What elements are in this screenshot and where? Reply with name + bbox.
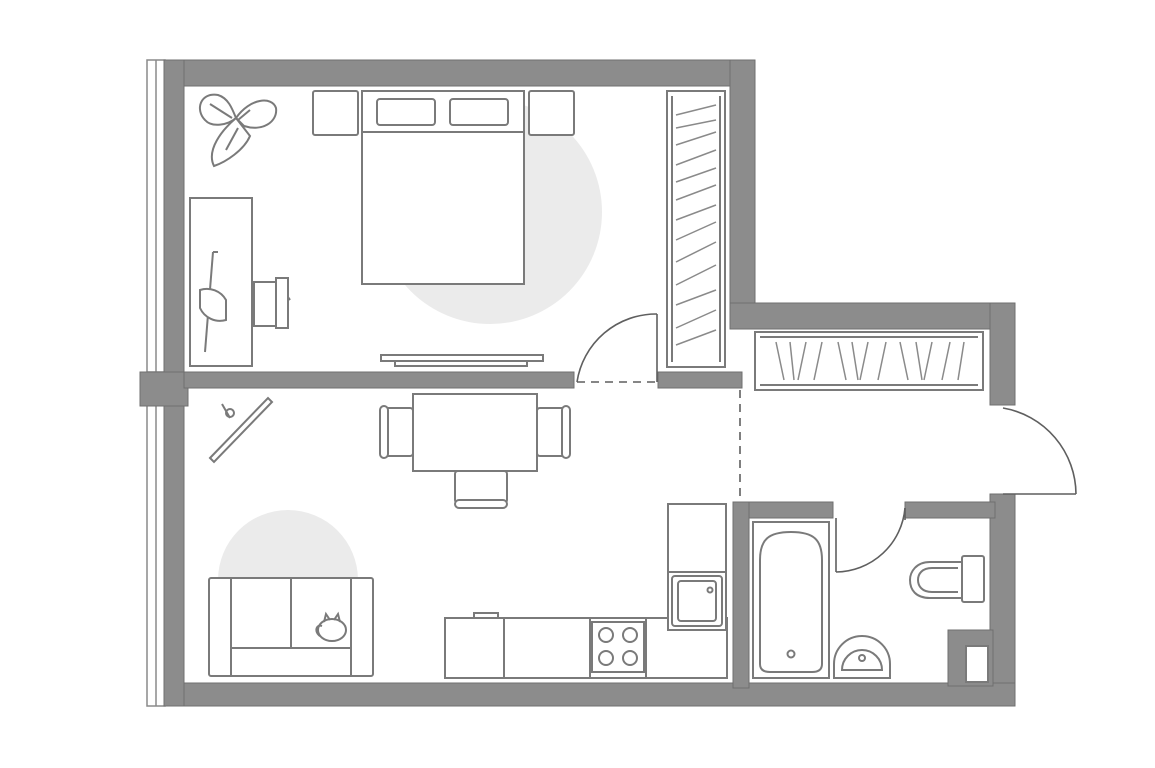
floor-mat: [380, 354, 544, 367]
window-icon: [146, 59, 166, 707]
living-rug: [218, 510, 358, 580]
chair-icon: [379, 405, 571, 509]
wardrobe-icon: [666, 90, 726, 368]
sink-icon: [671, 575, 723, 627]
plant-icon: [198, 93, 278, 168]
stove-icon: [591, 621, 645, 673]
toilet-icon: [908, 555, 985, 603]
bathroom-cabinet: [965, 645, 989, 683]
cat-icon: [315, 611, 347, 642]
wardrobe-icon: [754, 331, 984, 391]
chair-icon: [199, 277, 291, 329]
sofa-icon: [208, 577, 374, 677]
door-icon: [576, 313, 1077, 573]
bed-icon: [312, 90, 575, 285]
washbasin-icon: [833, 635, 891, 679]
bathtub-icon: [752, 521, 830, 679]
desk-icon: [189, 197, 253, 367]
dining-table-icon: [412, 393, 538, 472]
tv-icon: [208, 396, 274, 464]
walls: [139, 59, 1016, 707]
